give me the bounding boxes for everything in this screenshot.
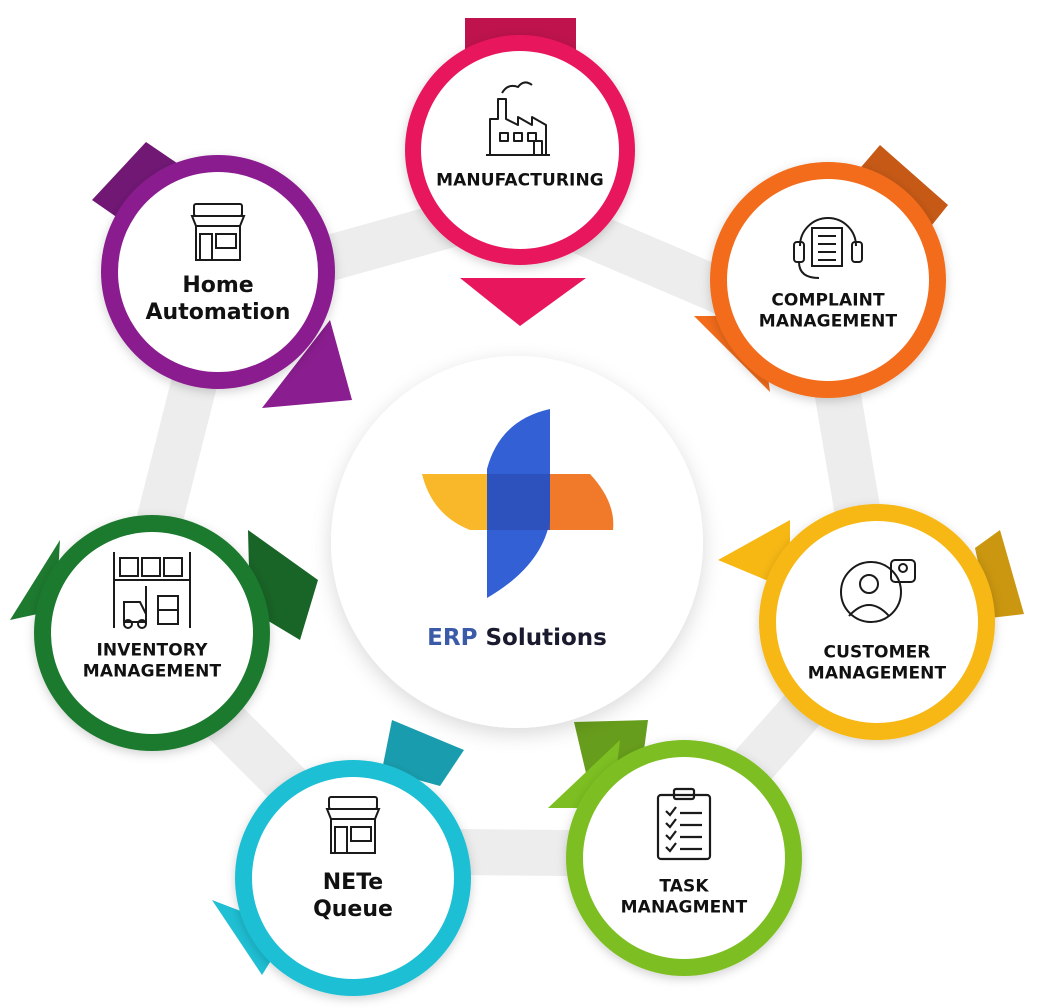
warehouse-forklift-icon (113, 552, 191, 629)
center-hub (331, 356, 703, 728)
customer-label-line: CUSTOMER (823, 642, 931, 663)
customer-label-line: MANAGEMENT (807, 663, 947, 683)
manufacturing-label-line: MANUFACTURING (436, 170, 604, 191)
complaint-label-line: MANAGEMENT (758, 311, 898, 331)
module-inventory (10, 515, 318, 751)
erp-logo-icon (422, 409, 614, 598)
module-complaint (694, 145, 948, 398)
storefront-icon (325, 796, 381, 854)
manufacturing-disc (421, 51, 619, 249)
task-label-line: MANAGMENT (620, 897, 748, 917)
home-label-line: Automation (145, 300, 291, 325)
module-manufacturing (405, 18, 635, 326)
headset-document-icon (793, 217, 863, 279)
queue-arrow (382, 720, 464, 786)
modules-layer (10, 18, 1024, 996)
center-title-word: Solutions (485, 625, 607, 651)
inventory-label-line: INVENTORY (96, 640, 208, 661)
center-title: ERP Solutions (427, 625, 607, 651)
module-home (92, 142, 352, 408)
module-queue (212, 720, 471, 996)
module-customer (718, 504, 1024, 740)
complaint-label-line: COMPLAINT (771, 290, 885, 311)
queue-disc (252, 777, 454, 979)
storefront-icon (190, 203, 246, 261)
home-arrow (262, 320, 352, 408)
clipboard-checklist-icon (656, 787, 712, 861)
factory-icon (486, 81, 550, 156)
home-disc (118, 172, 318, 372)
module-task (548, 720, 802, 976)
customer-chat-icon (840, 559, 916, 623)
queue-label-line: NETe (322, 870, 384, 896)
home-label-line: Home (182, 273, 254, 299)
inventory-label-line: MANAGEMENT (82, 661, 222, 681)
inventory-disc (51, 532, 253, 734)
manufacturing-label: MANUFACTURING (436, 171, 604, 192)
center-brand-word: ERP (427, 625, 478, 651)
task-label-line: TASK (659, 876, 709, 897)
manufacturing-arrow (460, 278, 586, 326)
queue-label-line: Queue (313, 897, 393, 922)
complaint-disc (727, 179, 929, 381)
